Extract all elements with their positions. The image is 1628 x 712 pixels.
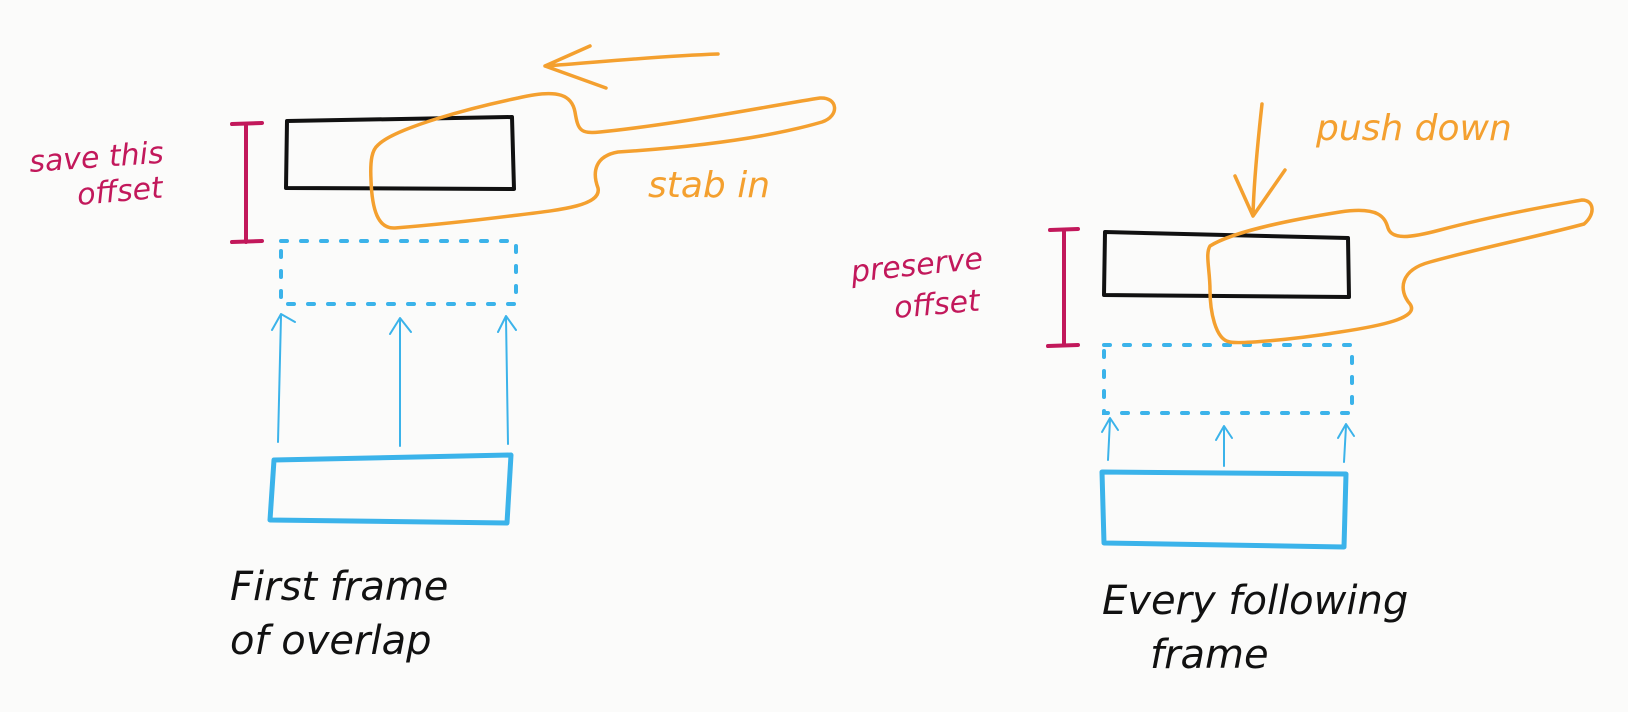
right-ghost-block — [1102, 343, 1354, 415]
left-caption-line1: First frame — [230, 564, 448, 610]
right-caption-line2: frame — [1150, 632, 1269, 678]
left-finger-gesture — [369, 91, 837, 230]
up-arrow-icon — [1337, 423, 1355, 463]
right-gesture-label: push down — [1315, 108, 1512, 149]
left-panel: save this offset stab in First frame of … — [28, 44, 837, 664]
right-panel: preserve offset push down Every followin… — [848, 102, 1594, 678]
up-arrow-icon — [497, 315, 517, 445]
left-caption-line2: of overlap — [230, 618, 431, 664]
right-moving-block — [1099, 469, 1349, 550]
up-arrow-icon — [1215, 425, 1233, 467]
left-offset-label-line2: offset — [76, 171, 166, 213]
up-arrow-icon — [389, 317, 412, 447]
right-offset-label-line2: offset — [893, 284, 983, 326]
right-motion-arrows — [1101, 417, 1355, 467]
left-offset-bracket — [230, 121, 264, 244]
left-target-block — [284, 115, 516, 191]
right-offset-bracket — [1046, 227, 1080, 348]
left-ghost-block — [279, 239, 518, 306]
left-swipe-arrow-icon — [543, 44, 720, 90]
left-gesture-label: stab in — [648, 165, 770, 206]
right-caption-line1: Every following — [1102, 578, 1408, 624]
push-down-arrow-icon — [1233, 102, 1287, 218]
right-finger-gesture — [1206, 198, 1594, 345]
up-arrow-icon — [1101, 417, 1119, 461]
right-offset-label-line1: preserve — [848, 241, 984, 290]
left-motion-arrows — [271, 313, 517, 447]
right-target-block — [1102, 230, 1351, 299]
up-arrow-icon — [271, 313, 296, 443]
left-moving-block — [267, 452, 514, 526]
